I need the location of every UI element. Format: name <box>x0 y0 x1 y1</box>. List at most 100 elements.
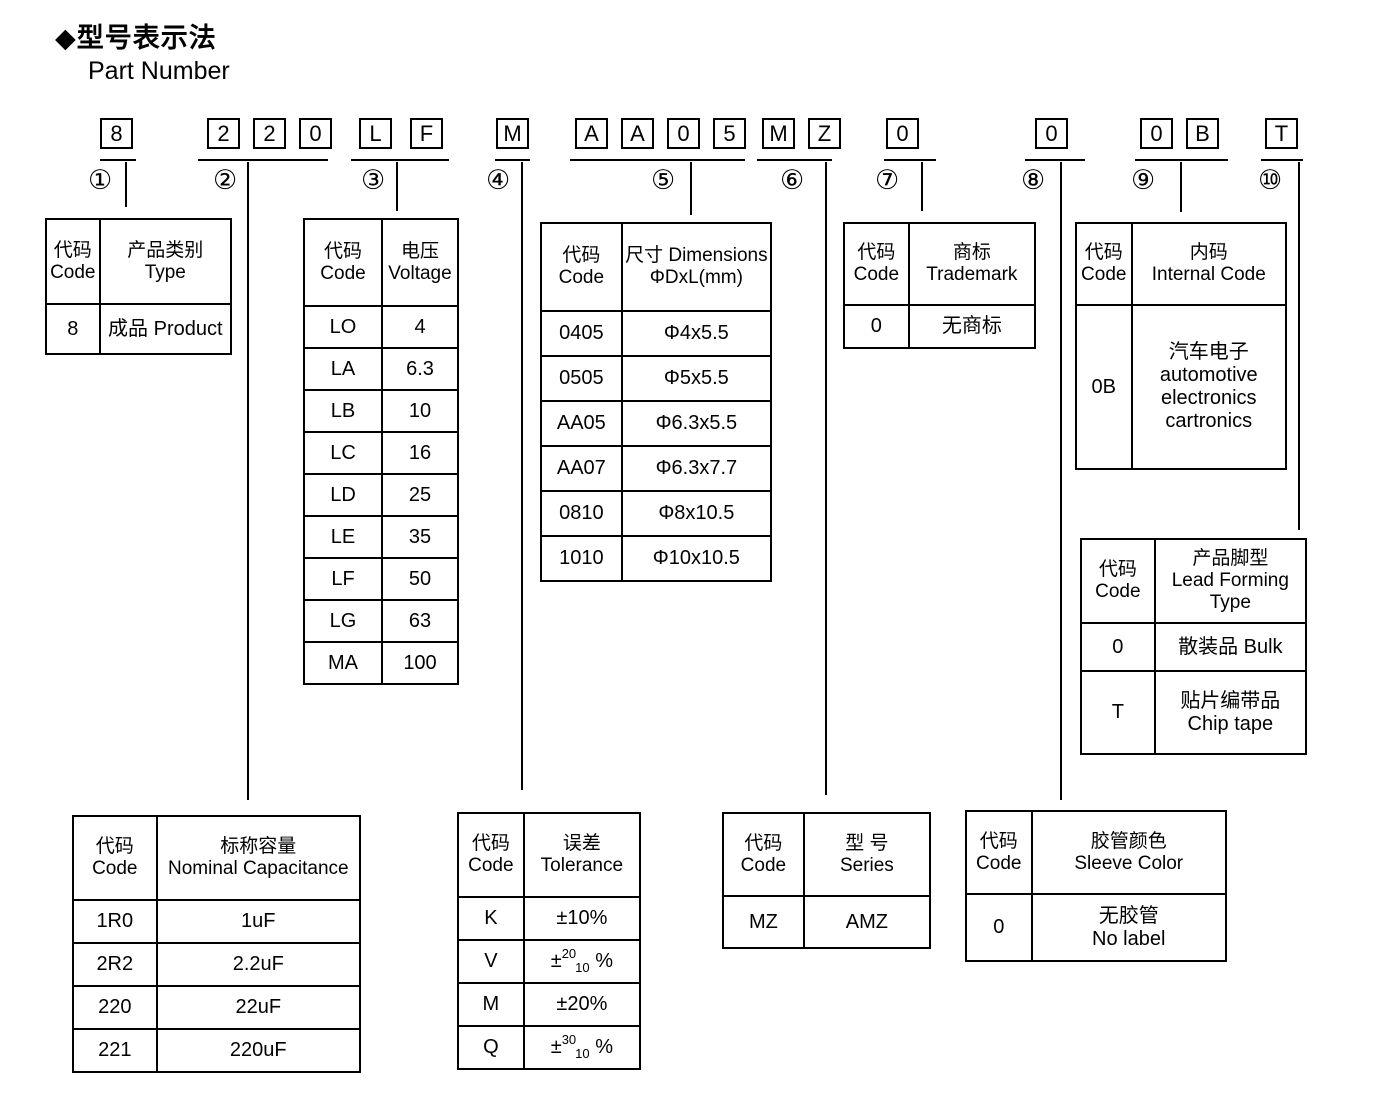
connector-line <box>825 162 827 795</box>
part-code-box: L <box>359 118 392 149</box>
table-cell: 0405 <box>540 310 623 357</box>
table-cell: 1R0 <box>72 899 158 944</box>
table-cell: LD <box>303 473 383 517</box>
table-cell: LB <box>303 389 383 433</box>
part-segment-1: 8 <box>100 118 133 149</box>
table-row: V±2010 % <box>457 939 642 984</box>
part-segment-8: 0 <box>1035 118 1068 149</box>
part-code-box: 0 <box>886 118 919 149</box>
table-cell: Φ8x10.5 <box>620 490 773 537</box>
table-cell: 0810 <box>540 490 623 537</box>
part-code-box: B <box>1186 118 1219 149</box>
connector-line <box>921 162 923 211</box>
segment-underline <box>1025 159 1085 161</box>
segment-number: ⑩ <box>1258 165 1283 195</box>
table-cell: LF <box>303 557 383 601</box>
part-code-box: 5 <box>713 118 746 149</box>
table-cell: 1uF <box>155 899 362 944</box>
table-cell: Φ6.3x7.7 <box>620 445 773 492</box>
segment-underline <box>100 159 136 161</box>
segment-underline <box>1261 159 1303 161</box>
table-cell: 2R2 <box>72 942 158 987</box>
connector-line <box>396 162 398 211</box>
table-row: M±20% <box>457 982 642 1027</box>
table-cell: Φ5x5.5 <box>620 355 773 402</box>
connector-line <box>247 162 249 800</box>
table-cell: T <box>1080 670 1156 755</box>
table-cell: 1010 <box>540 535 623 582</box>
table-cell: LG <box>303 599 383 643</box>
table-cell: AA05 <box>540 400 623 447</box>
table-cell: 2.2uF <box>155 942 362 987</box>
table-cell: MZ <box>722 895 805 949</box>
table-cell: Φ4x5.5 <box>620 310 773 357</box>
table-cell: V <box>457 939 525 984</box>
segment-number: ⑧ <box>1021 165 1046 195</box>
part-code-box: 0 <box>667 118 700 149</box>
table-cell: AA07 <box>540 445 623 492</box>
table-cell: ±2010 % <box>522 939 642 984</box>
table-cell: 0 <box>1080 622 1156 672</box>
table-cell: 10 <box>381 389 459 433</box>
table-cell: M <box>457 982 525 1027</box>
segment-number: ④ <box>486 165 511 195</box>
table-cell: 0 <box>843 304 910 349</box>
segment-number: ⑨ <box>1131 165 1156 195</box>
table-cell: 0 <box>965 893 1033 962</box>
table-cell: AMZ <box>802 895 932 949</box>
connector-line <box>690 162 692 215</box>
table-cell: K <box>457 896 525 941</box>
table-cell: 无商标 <box>907 304 1037 349</box>
connector-line <box>1180 162 1182 212</box>
table-cell: 0B <box>1075 304 1133 470</box>
page-subtitle: Part Number <box>88 57 230 85</box>
table-cell: 100 <box>381 641 459 685</box>
table-row: K±10% <box>457 896 642 941</box>
table-cell: 22uF <box>155 985 362 1030</box>
part-code-box: 0 <box>1140 118 1173 149</box>
table-cell: ±3010 % <box>522 1025 642 1070</box>
table-cell: 221 <box>72 1028 158 1073</box>
segment-underline <box>1135 159 1228 161</box>
part-segment-4: M <box>496 118 529 149</box>
table-cell: 220 <box>72 985 158 1030</box>
connector-line <box>521 162 523 790</box>
table-cell: Q <box>457 1025 525 1070</box>
table-cell: ±10% <box>522 896 642 941</box>
table-row: Q±3010 % <box>457 1025 642 1070</box>
